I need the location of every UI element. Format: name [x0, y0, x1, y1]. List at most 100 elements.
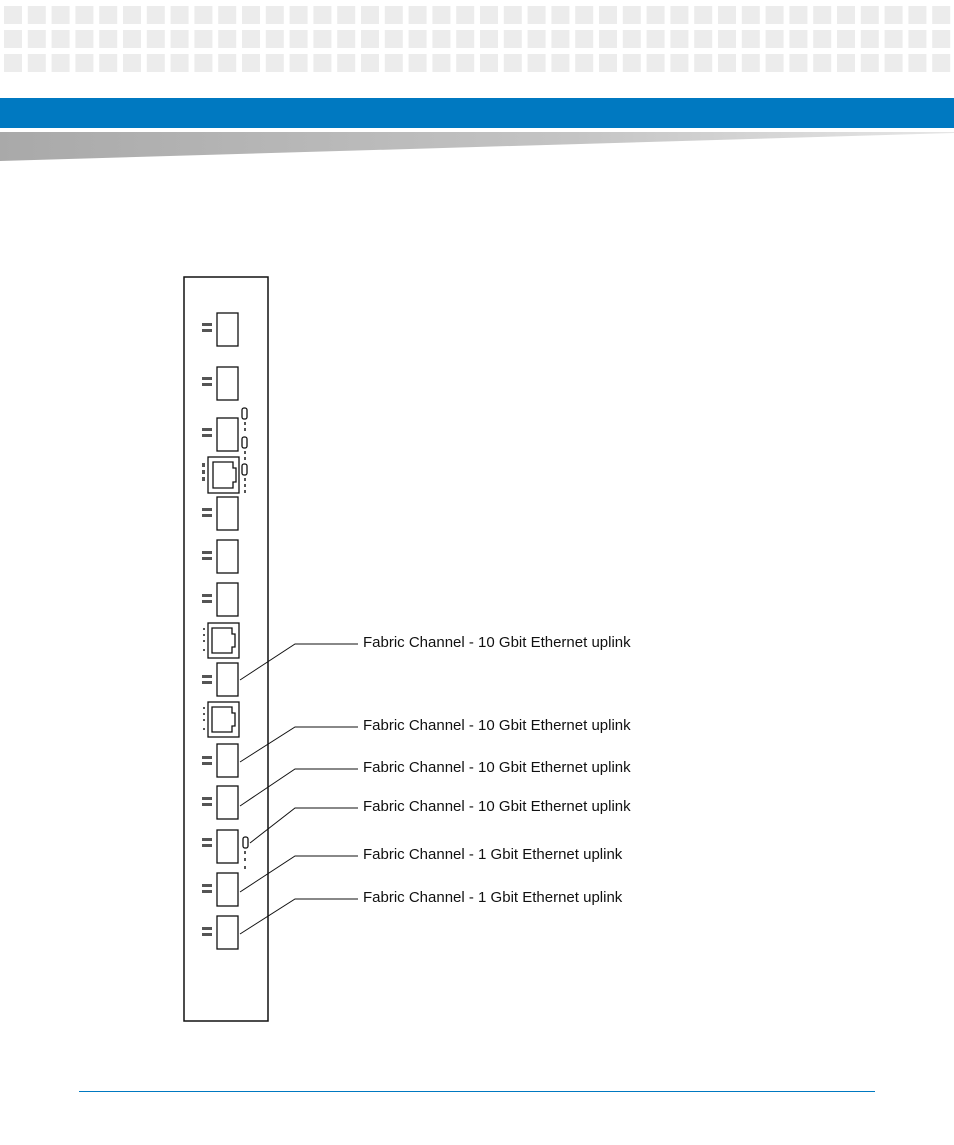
header-grid-square [361, 54, 379, 72]
callout-label-2: Fabric Channel - 10 Gbit Ethernet uplink [363, 717, 631, 734]
header-grid-square [4, 30, 22, 48]
header-grid-square [337, 54, 356, 72]
header-grid-square [27, 54, 46, 72]
port-bx-ge2 [216, 496, 239, 531]
rj45-jack-2 [207, 622, 240, 659]
callout-line-3 [239, 768, 358, 807]
port-fx-xg1 [216, 662, 239, 697]
header-grid-square [551, 6, 570, 24]
callout-label-5: Fabric Channel - 1 Gbit Ethernet uplink [363, 846, 623, 863]
header-grid-square [384, 6, 403, 24]
port-bx-1g [216, 417, 239, 452]
header-grid-square [884, 54, 903, 72]
header-grid-square [860, 6, 879, 24]
header-grid-square [408, 30, 427, 48]
header-grid-square [622, 6, 641, 24]
header-grid-square [741, 6, 760, 24]
header-grid-square [575, 6, 594, 24]
header-grid-square [194, 30, 213, 48]
header-grid-square [599, 54, 617, 72]
header-grid-square [575, 30, 594, 48]
silkscreen-marks [202, 323, 246, 936]
header-grid-square [527, 30, 546, 48]
port-bx-xg2 [216, 366, 239, 401]
header-grid-square [123, 6, 141, 24]
led-1 [241, 407, 248, 420]
header-grid-square [313, 30, 332, 48]
header-grid-square [670, 6, 689, 24]
header-grid-square [218, 54, 237, 72]
header-grid-square [289, 6, 308, 24]
header-grid-square [456, 54, 475, 72]
header-grid-square [480, 6, 498, 24]
header-grid-square [694, 6, 713, 24]
header-grid-square [361, 6, 379, 24]
rj45-jack-1 [207, 456, 240, 494]
header-grid-square [242, 54, 260, 72]
callout-label-6: Fabric Channel - 1 Gbit Ethernet uplink [363, 889, 623, 906]
faceplate-outline [183, 276, 269, 1022]
header-grid-square [75, 6, 94, 24]
header-grid-square [527, 54, 546, 72]
header-grid-square [599, 30, 617, 48]
header-grid-square [456, 30, 475, 48]
header-grid-square [432, 30, 451, 48]
header-grid-square [503, 6, 522, 24]
header-grid-square [932, 6, 951, 24]
header-blue-band [0, 98, 954, 128]
header-grid-square [123, 54, 141, 72]
header-grid-square [170, 6, 189, 24]
header-grid-square [75, 54, 94, 72]
header-grid-square [884, 30, 903, 48]
header-grid-square [384, 54, 403, 72]
header-grid-square [741, 54, 760, 72]
header-grid-square [599, 6, 617, 24]
footer-rule [79, 1091, 875, 1092]
header-grid-square [289, 54, 308, 72]
header-grid-square [4, 6, 22, 24]
callout-line-4 [249, 807, 358, 844]
header-grid-square [765, 54, 784, 72]
header-grid-square [837, 6, 855, 24]
header-grid-square [265, 54, 284, 72]
rj45-jack-3 [207, 701, 240, 738]
header-grid-square [646, 6, 665, 24]
port-fx-xg4 [216, 829, 239, 864]
header-grid-square [218, 6, 237, 24]
header-grid-square [646, 30, 665, 48]
header-grid-square [361, 30, 379, 48]
header-grid-square [313, 54, 332, 72]
led-2 [241, 436, 248, 449]
header-grid-square [503, 54, 522, 72]
header-grid-square [860, 54, 879, 72]
port-bx-xg1 [216, 312, 239, 347]
header-grid-square [51, 6, 70, 24]
header-grid-square [480, 54, 498, 72]
header-grid-square [765, 6, 784, 24]
header-grid-square [622, 30, 641, 48]
header-grid-square [432, 54, 451, 72]
callout-line-6 [239, 898, 358, 935]
header-grid-square [575, 54, 594, 72]
header-grid-square [908, 54, 927, 72]
header-grid-square [670, 30, 689, 48]
header-grid-square [408, 6, 427, 24]
port-fx-ge1 [216, 872, 239, 907]
header-grid-square [170, 54, 189, 72]
port-bx-ge3 [216, 539, 239, 574]
header-grid-square [313, 6, 332, 24]
header-grid-square [694, 30, 713, 48]
header-grid-square [265, 6, 284, 24]
header-grid-square [908, 6, 927, 24]
header-grid-square [646, 54, 665, 72]
header-grid-square [718, 30, 736, 48]
header-grid-square [694, 54, 713, 72]
header-grid-square [123, 30, 141, 48]
header-grid-square [813, 30, 832, 48]
header-grid-square [741, 30, 760, 48]
header-grid-square [456, 6, 475, 24]
header-grid-square [337, 6, 356, 24]
header-grid-square [51, 30, 70, 48]
header-grid-square [908, 30, 927, 48]
